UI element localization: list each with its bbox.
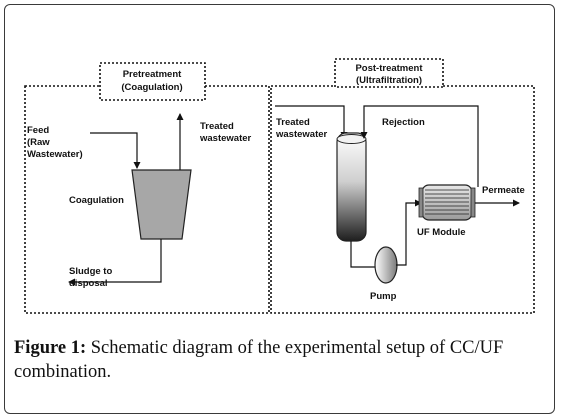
figure-caption-text: Schematic diagram of the experimental se…	[14, 338, 504, 382]
coagulation-label: Coagulation	[69, 195, 124, 206]
permeate-label: Permeate	[482, 185, 525, 196]
treated-wastewater-label-line1: Treated	[276, 117, 310, 128]
coagulation-tank	[131, 169, 192, 240]
rejection-line	[360, 105, 479, 187]
posttreatment-title-line2: (Ultrafiltration)	[356, 75, 422, 86]
sludge-line	[68, 239, 162, 286]
feed-label-line3: Wastewater)	[27, 149, 83, 160]
uf-module-left-cap	[418, 187, 424, 218]
treated-wastewater-label-line2: wastewater	[275, 129, 328, 140]
feed-tank	[336, 132, 367, 242]
feed-tank-top	[336, 134, 367, 144]
posttreatment-title-box	[334, 58, 444, 88]
tank-to-pump-line	[350, 241, 375, 268]
pump-label: Pump	[370, 291, 397, 302]
rejection-label: Rejection	[382, 117, 425, 128]
uf-module-fibers	[425, 189, 469, 215]
feed-label-line2: (Raw	[27, 137, 50, 148]
figure-number: Figure 1:	[14, 338, 87, 358]
figure-caption: Figure 1: Schematic diagram of the exper…	[14, 336, 550, 384]
pretreatment-title-box	[99, 62, 206, 101]
treated-water-label-line1: Treated	[200, 121, 234, 132]
treated-wastewater-inflow	[275, 105, 348, 139]
pretreatment-title-line1: Pretreatment	[123, 69, 182, 80]
treated-water-label-line2: wastewater	[199, 133, 252, 144]
posttreatment-title-line1: Post-treatment	[355, 63, 423, 74]
feed-line	[90, 132, 141, 169]
pretreatment-title-line2: (Coagulation)	[121, 82, 182, 93]
pump	[374, 246, 398, 284]
sludge-label-line1: Sludge to	[69, 266, 112, 277]
uf-module-label: UF Module	[417, 227, 466, 238]
feed-label-line1: Feed	[27, 125, 49, 136]
sludge-label-line2: disposal	[69, 278, 108, 289]
uf-module-right-cap	[470, 187, 476, 218]
posttreatment-region	[270, 85, 535, 314]
pump-to-uf-line	[396, 199, 422, 266]
